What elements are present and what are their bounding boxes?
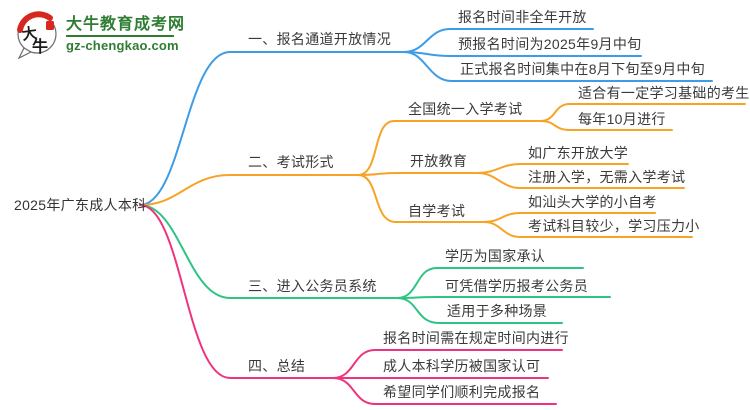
svg-text:大: 大 — [21, 24, 38, 44]
svg-text:牛: 牛 — [32, 37, 48, 56]
branch4-leaf: 希望同学们顺利完成报名 — [383, 384, 541, 400]
branch4-leaf: 成人本科学历被国家认可 — [383, 358, 541, 374]
branch3-label: 三、进入公务员系统 — [248, 278, 377, 294]
branch2-subnode: 全国统一入学考试 — [408, 101, 523, 117]
branch3-leaf: 学历为国家承认 — [445, 248, 546, 264]
branch2-subnode: 开放教育 — [410, 153, 468, 169]
site-logo: 大 牛 大牛教育成考网 gz-chengkao.com — [12, 8, 185, 60]
branch2-label: 二、考试形式 — [248, 154, 334, 170]
logo-domain: gz-chengkao.com — [66, 37, 179, 53]
branch2-leaf: 每年10月进行 — [578, 111, 666, 127]
logo-text-block: 大牛教育成考网 gz-chengkao.com — [66, 16, 185, 53]
daniu-seal-icon: 大 牛 — [17, 11, 57, 60]
logo-divider — [66, 34, 174, 37]
branch2-leaf: 考试科目较少，学习压力小 — [528, 218, 700, 234]
branch4-connectors — [139, 204, 563, 405]
logo-title: 大牛教育成考网 — [66, 15, 186, 33]
branch2-connectors — [139, 103, 746, 238]
branch2-leaf: 注册入学，无需入学考试 — [528, 169, 686, 185]
branch3-leaf: 可凭借学历报考公务员 — [445, 278, 588, 294]
branch2-leaf: 如汕头大学的小自考 — [528, 194, 657, 210]
branch2-leaf: 适合有一定学习基础的考生 — [578, 85, 750, 101]
branch4-leaf: 报名时间需在规定时间内进行 — [383, 330, 569, 346]
branch1-label: 一、报名通道开放情况 — [248, 31, 391, 47]
branch4-label: 四、总结 — [248, 358, 306, 374]
branch3-leaf: 适用于多种场景 — [447, 303, 548, 319]
branch3-connectors — [139, 204, 611, 324]
branch1-leaf: 预报名时间为2025年9月中旬 — [458, 36, 642, 52]
branch1-leaf: 报名时间非全年开放 — [458, 9, 587, 25]
branch2-subnode: 自学考试 — [408, 203, 466, 219]
branch1-connectors — [139, 28, 713, 206]
branch1-leaf: 正式报名时间集中在8月下旬至9月中旬 — [460, 61, 705, 77]
root-node: 2025年广东成人本科 — [14, 197, 147, 213]
branch2-leaf: 如广东开放大学 — [528, 145, 629, 161]
